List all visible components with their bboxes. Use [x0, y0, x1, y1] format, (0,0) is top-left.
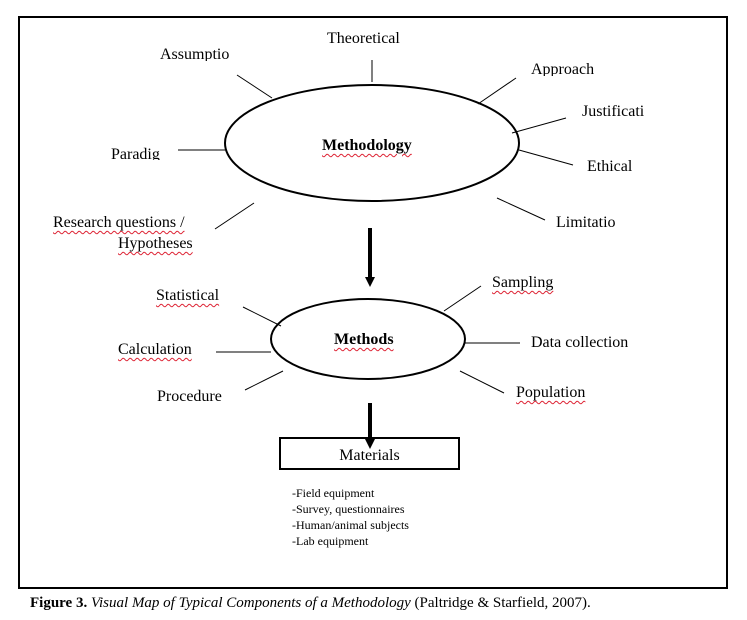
label-population: Population	[516, 384, 586, 401]
label-approach: Approach	[531, 61, 595, 76]
materials-list: -Field equipment -Survey, questionnaires…	[292, 485, 409, 549]
line-research-questions	[214, 202, 255, 230]
line-population	[459, 370, 505, 394]
figure-caption: Figure 3. Visual Map of Typical Componen…	[30, 594, 591, 612]
label-research-questions: Research questions /	[53, 214, 185, 232]
line-statistical	[242, 306, 282, 327]
line-justificati	[511, 117, 567, 134]
label-theoretical: Theoretical	[327, 30, 400, 47]
line-procedure	[244, 370, 284, 391]
label-statistical: Statistical	[156, 287, 220, 304]
label-research-questions-text: Research questions /	[53, 214, 185, 231]
line-ethical	[518, 149, 574, 166]
materials-item: -Field equipment	[292, 486, 375, 500]
label-hypotheses: Hypotheses	[118, 235, 193, 252]
diagram-frame	[18, 16, 728, 589]
label-ethical: Ethical	[587, 158, 633, 175]
methods-ellipse	[270, 298, 466, 380]
label-procedure: Procedure	[157, 388, 222, 404]
line-approach	[477, 77, 517, 105]
caption-title: Visual Map of Typical Components of a Me…	[90, 595, 411, 611]
caption-citation: (Paltridge & Starfield, 2007).	[414, 595, 591, 611]
line-limitatio	[496, 197, 546, 221]
label-data-collection: Data collection	[531, 334, 629, 351]
materials-item: -Human/animal subjects	[292, 518, 409, 532]
label-sampling: Sampling	[492, 274, 554, 291]
line-assumptio	[236, 74, 273, 99]
methods-center-label: Methods	[334, 331, 394, 348]
label-limitatio: Limitatio	[556, 214, 616, 231]
label-assumptio: Assumptio	[160, 46, 230, 61]
materials-item: -Lab equipment	[292, 534, 369, 548]
label-calculation: Calculation	[118, 341, 192, 358]
methodology-center-label: Methodology	[322, 137, 412, 154]
materials-item: -Survey, questionnaires	[292, 502, 405, 516]
materials-box: Materials	[279, 437, 460, 470]
materials-box-label: Materials	[339, 447, 400, 464]
methodology-ellipse	[224, 84, 520, 202]
label-justificati: Justificati	[582, 103, 645, 118]
line-sampling	[443, 285, 482, 312]
caption-figure-number: Figure 3.	[30, 595, 88, 611]
label-paradig: Paradig	[111, 146, 160, 160]
